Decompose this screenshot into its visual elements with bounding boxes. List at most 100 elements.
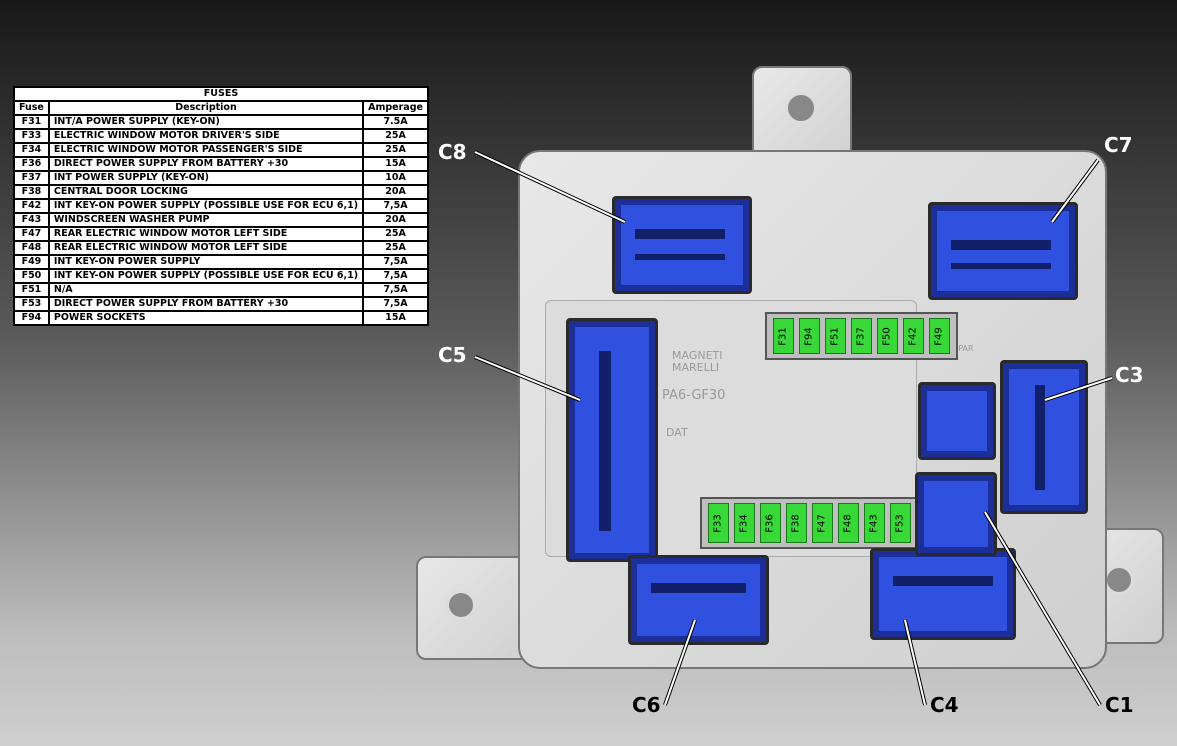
fuse-id: F37 <box>13 170 50 186</box>
fuse-description: INT KEY-ON POWER SUPPLY (POSSIBLE USE FO… <box>47 268 365 284</box>
fuse-description: REAR ELECTRIC WINDOW MOTOR LEFT SIDE <box>47 226 365 242</box>
fuse-amperage: 25A <box>362 142 429 158</box>
fuse-amperage: 7,5A <box>362 282 429 298</box>
fuse-f47[interactable]: F47 <box>812 503 833 543</box>
connector-c6[interactable] <box>628 555 769 645</box>
mount-hole-top <box>785 92 817 124</box>
fuse-description: DIRECT POWER SUPPLY FROM BATTERY +30 <box>47 296 365 312</box>
fuse-f36[interactable]: F36 <box>760 503 781 543</box>
fuse-description: N/A <box>47 282 365 298</box>
fuse-f53[interactable]: F53 <box>890 503 911 543</box>
fuse-id: F34 <box>13 142 50 158</box>
connector-c1-upper[interactable] <box>918 382 996 460</box>
label-c7: C7 <box>1104 133 1133 157</box>
fuse-f42[interactable]: F42 <box>903 318 924 354</box>
header-amperage: Amperage <box>362 100 429 116</box>
fuse-amperage: 7,5A <box>362 268 429 284</box>
fuse-f49[interactable]: F49 <box>929 318 950 354</box>
fuse-f33[interactable]: F33 <box>708 503 729 543</box>
fuse-id: F43 <box>13 212 50 228</box>
fuse-f43[interactable]: F43 <box>864 503 885 543</box>
label-c1: C1 <box>1105 693 1134 717</box>
fuse-description: POWER SOCKETS <box>47 310 365 326</box>
fuse-id: F49 <box>13 254 50 270</box>
fuse-id: F36 <box>13 156 50 172</box>
fuse-id: F94 <box>13 310 50 326</box>
table-title: FUSES <box>13 86 429 102</box>
fuse-amperage: 7,5A <box>362 254 429 270</box>
fuse-f51[interactable]: F51 <box>825 318 846 354</box>
label-c6: C6 <box>632 693 661 717</box>
fuse-id: F51 <box>13 282 50 298</box>
fuse-amperage: 15A <box>362 156 429 172</box>
label-c8: C8 <box>438 140 467 164</box>
fuse-id: F53 <box>13 296 50 312</box>
fuse-id: F33 <box>13 128 50 144</box>
fuse-amperage: 15A <box>362 310 429 326</box>
fuse-amperage: 25A <box>362 128 429 144</box>
fuse-f37[interactable]: F37 <box>851 318 872 354</box>
fuse-f50[interactable]: F50 <box>877 318 898 354</box>
fuse-id: F31 <box>13 114 50 130</box>
fuse-description: INT POWER SUPPLY (KEY-ON) <box>47 170 365 186</box>
dat-emboss: DAT <box>666 426 688 439</box>
fuse-id: F47 <box>13 226 50 242</box>
header-fuse: Fuse <box>13 100 50 116</box>
fuse-description: INT/A POWER SUPPLY (KEY-ON) <box>47 114 365 130</box>
material-emboss: PA6-GF30 <box>662 388 726 403</box>
connector-c5[interactable] <box>566 318 658 562</box>
fuse-amperage: 7.5A <box>362 114 429 130</box>
fuse-f38[interactable]: F38 <box>786 503 807 543</box>
connector-c8[interactable] <box>612 196 752 294</box>
fuse-f94[interactable]: F94 <box>799 318 820 354</box>
connector-c7[interactable] <box>928 202 1078 300</box>
fuse-description: INT KEY-ON POWER SUPPLY <box>47 254 365 270</box>
fuse-id: F50 <box>13 268 50 284</box>
fuse-f48[interactable]: F48 <box>838 503 859 543</box>
connector-c1-lower[interactable] <box>915 472 997 556</box>
label-c4: C4 <box>930 693 959 717</box>
fuse-amperage: 20A <box>362 184 429 200</box>
fuse-description: WINDSCREEN WASHER PUMP <box>47 212 365 228</box>
connector-c3[interactable] <box>1000 360 1088 514</box>
fuse-id: F42 <box>13 198 50 214</box>
fuse-description: ELECTRIC WINDOW MOTOR PASSENGER'S SIDE <box>47 142 365 158</box>
fuse-id: F38 <box>13 184 50 200</box>
header-description: Description <box>47 100 365 116</box>
fuse-amperage: 20A <box>362 212 429 228</box>
fuse-description: DIRECT POWER SUPPLY FROM BATTERY +30 <box>47 156 365 172</box>
fuse-amperage: 7,5A <box>362 296 429 312</box>
mopar-emboss: MOPAR <box>945 344 974 353</box>
fuse-id: F48 <box>13 240 50 256</box>
fuse-f34[interactable]: F34 <box>734 503 755 543</box>
label-c3: C3 <box>1115 363 1144 387</box>
fuse-amperage: 7,5A <box>362 198 429 214</box>
fuse-amperage: 25A <box>362 240 429 256</box>
fuse-description: REAR ELECTRIC WINDOW MOTOR LEFT SIDE <box>47 240 365 256</box>
fuse-f31[interactable]: F31 <box>773 318 794 354</box>
brand-emboss: MAGNETI MARELLI <box>672 349 723 374</box>
fuse-description: ELECTRIC WINDOW MOTOR DRIVER'S SIDE <box>47 128 365 144</box>
mount-hole-left <box>446 590 476 620</box>
label-c5: C5 <box>438 343 467 367</box>
fuse-amperage: 10A <box>362 170 429 186</box>
